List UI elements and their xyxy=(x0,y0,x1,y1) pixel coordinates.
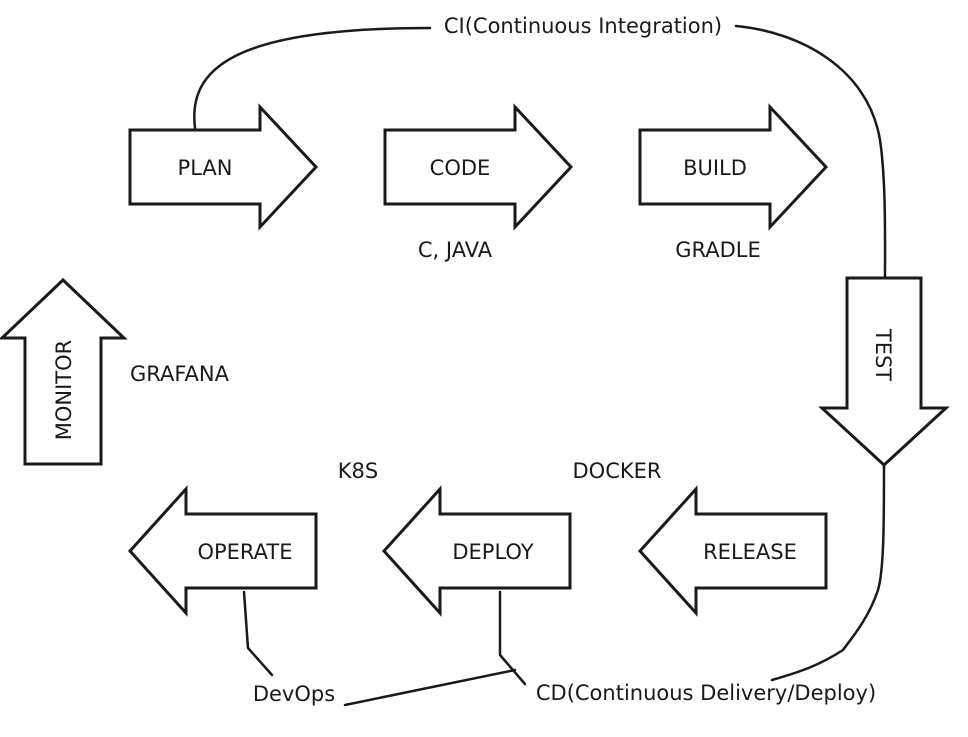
cd-group-label: CD(Continuous Delivery/Deploy) xyxy=(536,681,876,705)
devops-group-label: DevOps xyxy=(253,682,335,706)
deploy-tool-label: K8S xyxy=(338,459,378,483)
build-label: BUILD xyxy=(683,156,747,180)
cd-connector-deploy xyxy=(498,590,527,686)
operate-label: OPERATE xyxy=(197,540,292,564)
test-label: TEST xyxy=(871,328,895,381)
ci-group-label: CI(Continuous Integration) xyxy=(444,14,722,38)
stage-arrows xyxy=(0,103,950,617)
release-label: RELEASE xyxy=(703,540,797,564)
code-tool-label: C, JAVA xyxy=(418,238,493,262)
group-labels: CI(Continuous Integration) CD(Continuous… xyxy=(248,9,881,711)
build-tool-label: GRADLE xyxy=(675,238,761,262)
connectors xyxy=(193,24,887,707)
tool-labels: C, JAVA GRADLE DOCKER K8S GRAFANA xyxy=(130,238,761,483)
build-arrow xyxy=(638,103,829,231)
devops-connector-cd xyxy=(343,668,517,707)
ci-connector-right xyxy=(734,24,887,280)
deploy-arrow xyxy=(381,485,572,617)
monitor-tool-label: GRAFANA xyxy=(130,362,230,386)
ci-connector-left xyxy=(193,26,432,130)
plan-label: PLAN xyxy=(178,156,233,180)
code-label: CODE xyxy=(430,156,491,180)
deploy-label: DEPLOY xyxy=(452,540,533,564)
monitor-label: MONITOR xyxy=(52,340,76,441)
operate-arrow xyxy=(127,485,318,617)
release-tool-label: DOCKER xyxy=(573,459,662,483)
monitor-arrow xyxy=(0,277,128,466)
cd-connector-test xyxy=(770,463,886,682)
test-arrow xyxy=(818,276,950,468)
devops-connector-operate xyxy=(242,590,274,677)
code-arrow xyxy=(383,103,574,231)
plan-arrow xyxy=(128,103,319,231)
release-arrow xyxy=(637,485,828,617)
stage-labels: PLAN CODE BUILD TEST RELEASE DEPLOY OPER… xyxy=(52,156,895,564)
